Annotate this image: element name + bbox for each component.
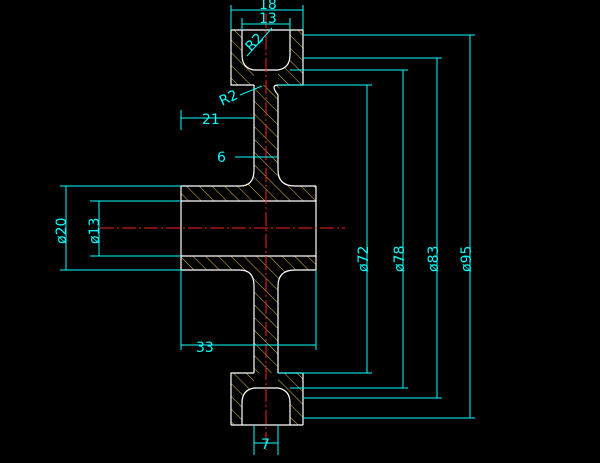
center-lines <box>100 14 345 450</box>
bottom-rim-left-hatch <box>231 373 254 425</box>
upper-web-hatch <box>254 85 295 186</box>
dim-r2-top-leader <box>246 27 273 57</box>
dim-13-label: 13 <box>259 11 277 27</box>
dim-r2-hub-label: R2 <box>217 87 241 109</box>
top-rim-right-hatch <box>278 30 303 85</box>
dim-r2-top-label: R2 <box>243 30 267 54</box>
lower-web-hatch <box>254 270 278 373</box>
dim-d13-label: ø13 <box>87 218 103 244</box>
bottom-rim-right-hatch <box>278 373 303 425</box>
top-rim-left-hatch <box>231 30 254 85</box>
hub-top-hatch <box>181 170 316 201</box>
dim-d95-label: ø95 <box>459 246 475 272</box>
dim-18-label: 18 <box>259 0 277 13</box>
web-lower-right-edge <box>277 269 316 373</box>
dim-33-label: 33 <box>196 340 214 356</box>
dim-d83-label: ø83 <box>426 246 442 272</box>
web-lower-left-edge <box>181 269 255 373</box>
dim-21-label: 21 <box>202 112 220 128</box>
dim-d72-label: ø72 <box>356 246 372 272</box>
hub-bottom-hatch <box>181 256 316 286</box>
web-left-edge <box>181 85 255 187</box>
dim-7-label: 7 <box>261 437 270 453</box>
dim-d20-label: ø20 <box>54 218 70 244</box>
dimensions: 18 13 R2 R2 21 6 ø20 ø13 ø72 <box>54 0 475 455</box>
web-right-edge <box>273 84 316 187</box>
dim-d78-label: ø78 <box>392 246 408 272</box>
dim-r2-hub-leader <box>239 85 263 96</box>
dim-6-label: 6 <box>217 150 226 166</box>
section-hatching <box>181 30 316 425</box>
